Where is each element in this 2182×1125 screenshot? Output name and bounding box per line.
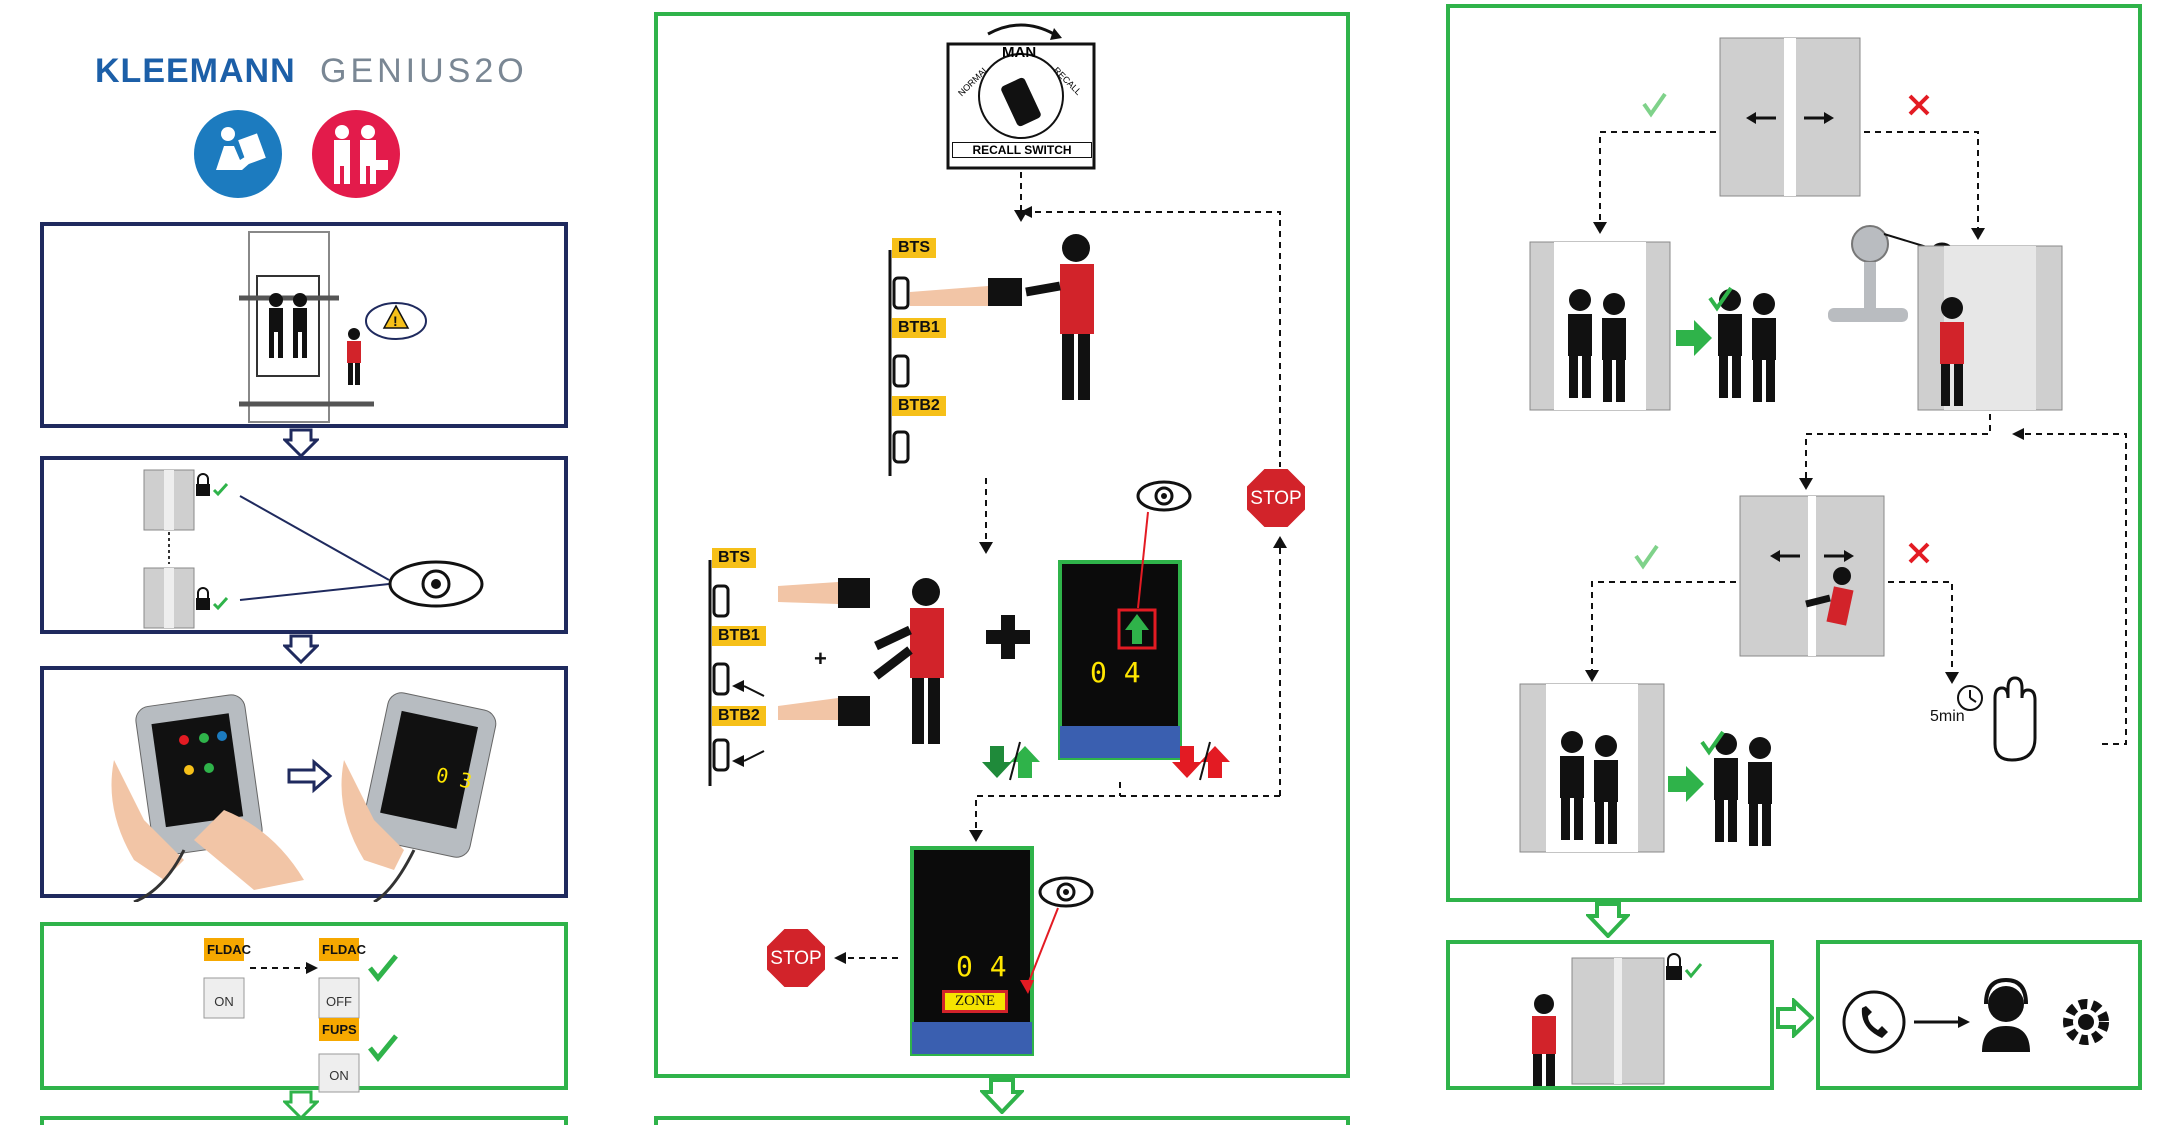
btb2-tag-bottom: BTB2 (712, 706, 766, 726)
logo-brand-text: KLEEMANN (95, 52, 296, 90)
svg-text:!: ! (393, 313, 398, 329)
wait-time-label: 5min (1930, 708, 1965, 725)
step-panel-fldac-fups: FLDAC ON FLDAC OFF FUPS ON (40, 922, 568, 1093)
fups-tag: FUPS (319, 1018, 359, 1041)
support-agent-icon (1988, 986, 2024, 1022)
next-panel-edge-left (40, 1116, 568, 1125)
bts-tag-bottom: BTS (712, 548, 756, 568)
phone-icon (1842, 990, 1906, 1054)
btb2-tag-top: BTB2 (892, 396, 946, 416)
recall-man-label: MAN (1002, 44, 1037, 61)
recall-operation-diagram: + (708, 23, 1307, 1056)
read-manual-icon (194, 110, 282, 198)
svg-text:+: + (814, 646, 827, 671)
stop-sign-top-text: STOP (1250, 488, 1302, 509)
step-panel-handheld: 0 3 (40, 666, 568, 902)
fldac-fups-illustration (203, 954, 398, 1093)
door-check-diagram (1519, 37, 2127, 853)
step-panel-lock-car (1446, 940, 1774, 1090)
fups-state: ON (329, 1068, 349, 1083)
settings-gear-icon (2063, 999, 2109, 1045)
step-panel-doors-locked (40, 456, 568, 634)
step-panel-recall-operation: + (654, 12, 1350, 1078)
step-panel-evacuate: ! (40, 222, 568, 428)
evacuation-illustration: ! (239, 231, 427, 423)
step-panel-call-service (1816, 940, 2142, 1090)
handheld-terminal-illustration (111, 692, 497, 902)
fldac-off-state: OFF (326, 994, 352, 1009)
next-panel-edge-middle (654, 1116, 1350, 1125)
lock-car-illustration (1532, 953, 1703, 1086)
fldac-on-state: ON (214, 994, 234, 1009)
bts-tag-top: BTS (892, 238, 936, 258)
doors-locked-illustration (143, 469, 484, 629)
stop-sign-bottom-text: STOP (770, 948, 822, 969)
screen-floor-display-bottom: 0 4 (956, 950, 1007, 983)
recall-switch-caption: RECALL SWITCH (952, 142, 1092, 158)
btb1-tag-bottom: BTB1 (712, 626, 766, 646)
zone-indicator: ZONE (942, 990, 1008, 1013)
logo-product-text: GENIUS2O (320, 52, 528, 90)
step-panel-door-check: 5min (1446, 4, 2142, 902)
screen-floor-display-top: 0 4 (1090, 656, 1141, 689)
call-service-illustration (1842, 977, 2109, 1054)
fldac-on-tag: FLDAC (204, 938, 251, 961)
fldac-off-tag: FLDAC (319, 938, 366, 961)
btb1-tag-top: BTB1 (892, 318, 946, 338)
maintenance-technician-icon (312, 110, 400, 198)
